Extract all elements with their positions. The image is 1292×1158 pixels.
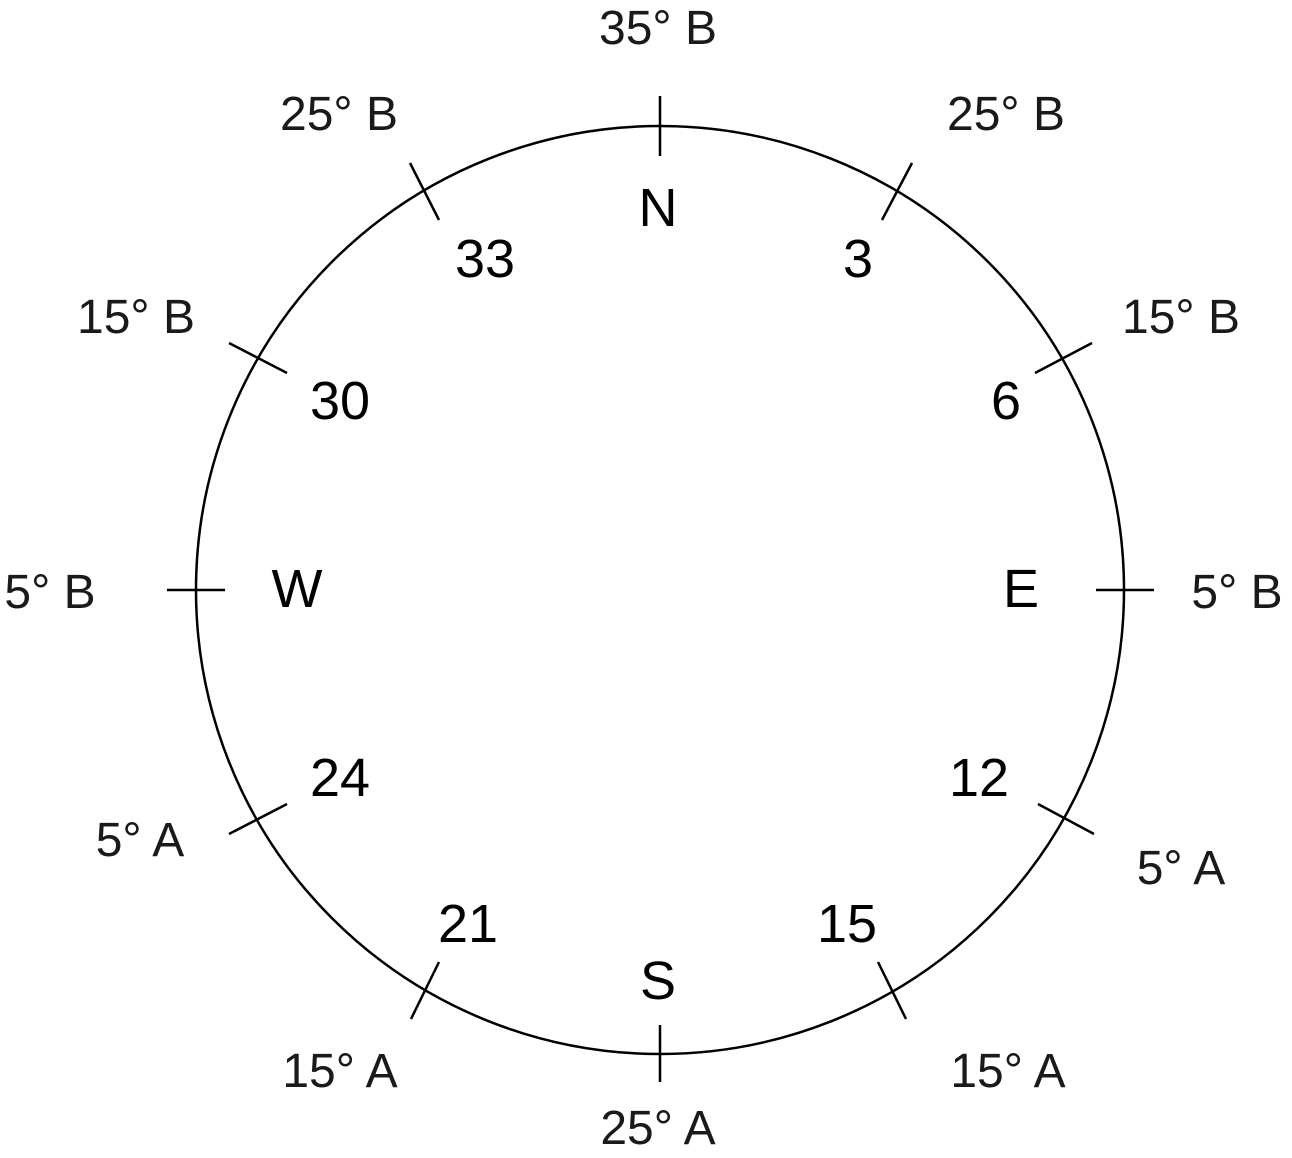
outer-label-wnw: 15° B [77, 291, 195, 344]
inner-label-15: 15 [817, 894, 877, 954]
outer-label-ne: 25° B [947, 88, 1065, 141]
compass-ring [194, 124, 1126, 1056]
outer-label-nw: 25° B [280, 88, 398, 141]
outer-label-ssw: 15° A [282, 1045, 397, 1098]
inner-label-e: E [1003, 559, 1039, 619]
tick-wnw [228, 341, 288, 375]
outer-label-north: 35° B [599, 2, 717, 55]
tick-sse [876, 961, 908, 1020]
inner-label-w: W [272, 559, 323, 619]
tick-nw [408, 162, 441, 221]
outer-label-south: 25° A [600, 1102, 715, 1155]
inner-label-24: 24 [310, 748, 370, 808]
outer-label-ene: 15° B [1122, 291, 1240, 344]
outer-label-east: 5° B [1191, 566, 1282, 619]
inner-label-s: S [640, 951, 676, 1011]
outer-label-west: 5° B [4, 566, 95, 619]
tick-ssw [409, 961, 441, 1020]
inner-label-6: 6 [991, 371, 1021, 431]
inner-label-12: 12 [949, 748, 1009, 808]
tick-ene [1034, 341, 1093, 375]
outer-label-ese: 5° A [1137, 842, 1226, 895]
inner-label-3: 3 [843, 229, 873, 289]
inner-label-30: 30 [310, 371, 370, 431]
tick-ese [1037, 802, 1095, 836]
tick-ne [880, 162, 914, 221]
inner-label-n: N [639, 178, 678, 238]
outer-label-sse: 15° A [950, 1045, 1065, 1098]
tick-wsw [228, 802, 288, 836]
inner-label-21: 21 [438, 894, 498, 954]
outer-label-wsw: 5° A [96, 814, 185, 867]
inner-label-33: 33 [455, 229, 515, 289]
